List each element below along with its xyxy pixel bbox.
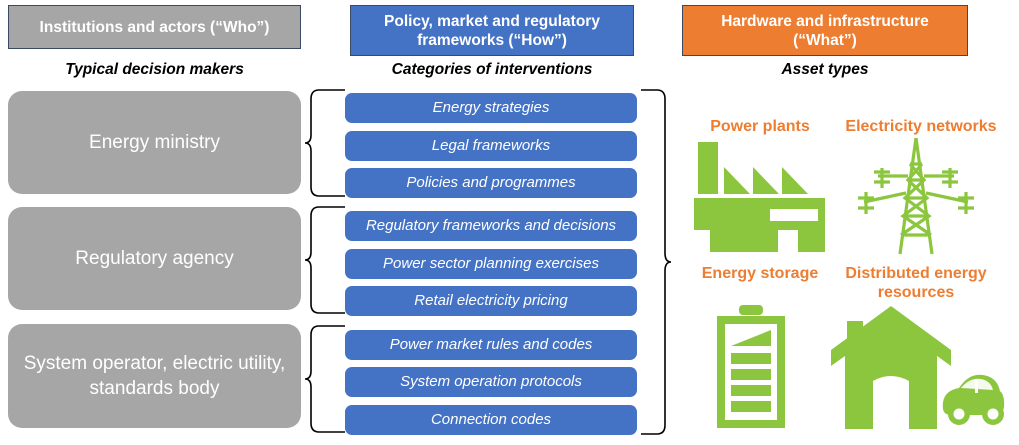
intervention-pill-power-sector-planning-exercises: Power sector planning exercises: [345, 249, 637, 279]
power-plant-icon: [694, 142, 825, 252]
column-header-institutions-and-actors: Institutions and actors (“Who”): [8, 5, 301, 49]
actor-box-regulatory-agency: Regulatory agency: [8, 207, 301, 310]
actor-box-energy-ministry: Energy ministry: [8, 91, 301, 194]
asset-label-electricity-networks: Electricity networks: [845, 118, 997, 135]
intervention-pill-regulatory-frameworks-and-decisions: Regulatory frameworks and decisions: [345, 211, 637, 241]
intervention-pill-legal-frameworks: Legal frameworks: [345, 131, 637, 161]
bracket-connector-assets: [641, 89, 671, 435]
subcaption-typical-decision-makers: Typical decision makers: [65, 61, 244, 78]
column-header-hardware-and-infrastructure: Hardware and infrastructure (“What”): [682, 5, 968, 56]
intervention-pill-retail-electricity-pricing: Retail electricity pricing: [345, 286, 637, 316]
column-header-policy-market-regulatory-frameworks: Policy, market and regulatory frameworks…: [350, 5, 634, 56]
subcaption-categories-of-interventions: Categories of interventions: [391, 61, 593, 78]
brace-connector-group-2: [305, 206, 345, 314]
asset-label-energy-storage: Energy storage: [701, 265, 819, 282]
brace-connector-group-1: [305, 89, 345, 197]
brace-connector-group-3: [305, 325, 345, 433]
transmission-tower-icon: [858, 137, 974, 255]
intervention-pill-system-operation-protocols: System operation protocols: [345, 367, 637, 397]
subcaption-asset-types: Asset types: [781, 61, 869, 78]
intervention-pill-power-market-rules-and-codes: Power market rules and codes: [345, 330, 637, 360]
house-with-car-icon: [831, 306, 1005, 429]
intervention-pill-connection-codes: Connection codes: [345, 405, 637, 435]
intervention-pill-policies-and-programmes: Policies and programmes: [345, 168, 637, 198]
battery-icon: [717, 305, 785, 428]
asset-label-power-plants: Power plants: [710, 118, 810, 135]
intervention-pill-energy-strategies: Energy strategies: [345, 93, 637, 123]
actor-box-system-operator-utility-standards-body: System operator, electric utility, stand…: [8, 324, 301, 428]
asset-label-distributed-energy-resources: Distributed energy resources: [845, 265, 987, 301]
